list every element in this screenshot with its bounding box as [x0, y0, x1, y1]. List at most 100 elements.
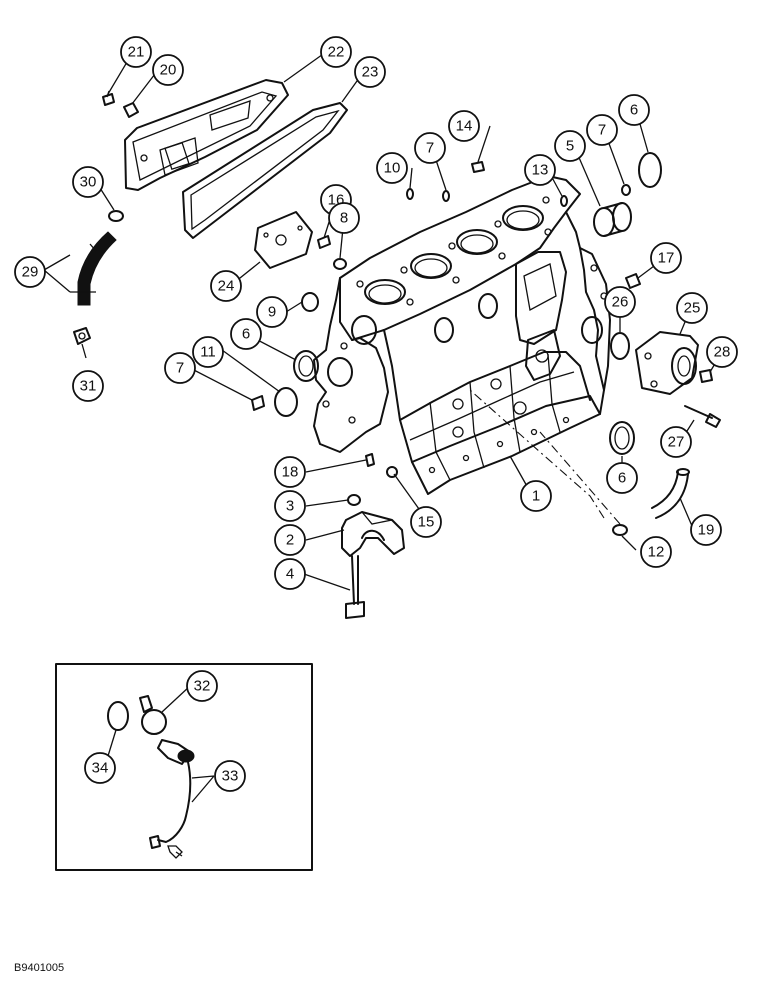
housing-bolt-part	[684, 405, 721, 428]
callout-2: 2	[274, 524, 306, 556]
callout-17: 17	[650, 242, 682, 274]
svg-text:9: 9	[268, 304, 276, 321]
access-cover-plate-part	[254, 211, 313, 269]
svg-text:21: 21	[128, 44, 145, 61]
callout-29: 29	[14, 256, 46, 288]
hose-clamp-part	[108, 210, 124, 222]
svg-text:5: 5	[566, 138, 574, 155]
svg-text:10: 10	[384, 160, 401, 177]
svg-text:34: 34	[92, 760, 109, 777]
plug-17-part	[625, 273, 641, 289]
svg-text:13: 13	[532, 162, 549, 179]
seal-ring-6-left-part	[293, 350, 319, 382]
callout-7-left: 7	[164, 352, 196, 384]
callout-23: 23	[354, 56, 386, 88]
expansion-plug-9-part	[301, 292, 319, 312]
svg-text:4: 4	[286, 566, 294, 583]
dowel-10-part	[406, 188, 414, 200]
callout-1: 1	[520, 480, 552, 512]
callout-3: 3	[274, 490, 306, 522]
callout-25: 25	[676, 292, 708, 324]
dowel-13-part	[560, 195, 568, 207]
callout-30: 30	[72, 166, 104, 198]
main-bearing-cap-part	[341, 511, 405, 557]
dipstick-tube-part	[651, 468, 690, 519]
svg-text:7: 7	[176, 360, 184, 377]
callout-7-right: 7	[586, 114, 618, 146]
svg-text:19: 19	[698, 522, 715, 539]
svg-text:6: 6	[242, 326, 250, 343]
callout-27: 27	[660, 426, 692, 458]
callout-32: 32	[186, 670, 218, 702]
callout-5: 5	[554, 130, 586, 162]
callout-10: 10	[376, 152, 408, 184]
plug-11-part	[274, 387, 298, 417]
callout-31: 31	[72, 370, 104, 402]
svg-text:29: 29	[22, 264, 39, 281]
svg-text:23: 23	[362, 64, 379, 81]
svg-text:8: 8	[340, 210, 348, 227]
svg-text:15: 15	[418, 514, 435, 531]
callout-13: 13	[524, 154, 556, 186]
nut-3-part	[347, 494, 361, 506]
heater-o-ring-part	[107, 701, 129, 731]
alignment-path	[469, 389, 621, 525]
heater-cord-part	[149, 761, 192, 859]
expansion-plug-6-top-part	[638, 152, 662, 188]
breather-nut-part	[123, 102, 139, 118]
inset-block-heater-box	[55, 663, 313, 871]
svg-text:3: 3	[286, 498, 294, 515]
svg-text:27: 27	[668, 434, 685, 451]
svg-text:18: 18	[282, 464, 299, 481]
callout-28: 28	[706, 336, 738, 368]
svg-text:14: 14	[456, 118, 473, 135]
svg-text:12: 12	[648, 544, 665, 561]
callout-19: 19	[690, 514, 722, 546]
callout-15: 15	[410, 506, 442, 538]
callout-6-left: 6	[230, 318, 262, 350]
svg-text:22: 22	[328, 44, 345, 61]
callout-6-bottom: 6	[606, 462, 638, 494]
breather-tube-part	[70, 231, 117, 306]
svg-text:1: 1	[532, 488, 540, 505]
callout-18: 18	[274, 456, 306, 488]
callout-22: 22	[320, 36, 352, 68]
callout-21: 21	[120, 36, 152, 68]
o-ring-12-part	[612, 524, 628, 536]
svg-text:6: 6	[618, 470, 626, 487]
thermostat-housing-part	[635, 331, 699, 395]
svg-text:24: 24	[218, 278, 235, 295]
svg-text:32: 32	[194, 678, 211, 695]
svg-text:28: 28	[714, 344, 731, 361]
cylinder-block-part	[313, 175, 611, 495]
seal-ring-6-right-part	[609, 421, 635, 455]
callout-9: 9	[256, 296, 288, 328]
callout-4: 4	[274, 558, 306, 590]
callout-26: 26	[604, 286, 636, 318]
svg-text:6: 6	[630, 102, 638, 119]
callout-11: 11	[192, 336, 224, 368]
svg-text:33: 33	[222, 768, 239, 785]
svg-text:31: 31	[80, 378, 97, 395]
plug-14-part	[471, 161, 485, 173]
callout-8: 8	[328, 202, 360, 234]
callout-20: 20	[152, 54, 184, 86]
svg-text:2: 2	[286, 532, 294, 549]
dowel-18-part	[365, 453, 375, 467]
svg-text:17: 17	[658, 250, 675, 267]
o-ring-26-part	[610, 332, 630, 360]
svg-text:26: 26	[612, 294, 629, 311]
plug-7-top-part	[621, 184, 631, 196]
callout-33: 33	[214, 760, 246, 792]
block-heater-element-part	[139, 695, 195, 765]
cover-gasket-part	[182, 102, 348, 239]
cap-bolt-4-part	[345, 555, 365, 619]
callout-6-top: 6	[618, 94, 650, 126]
plug-8-part	[333, 258, 347, 270]
tappet-cover-part	[124, 79, 289, 191]
svg-text:7: 7	[426, 140, 434, 157]
figure-code: B9401005	[14, 962, 65, 974]
svg-text:7: 7	[598, 122, 606, 139]
cam-bushing-part	[593, 202, 632, 237]
